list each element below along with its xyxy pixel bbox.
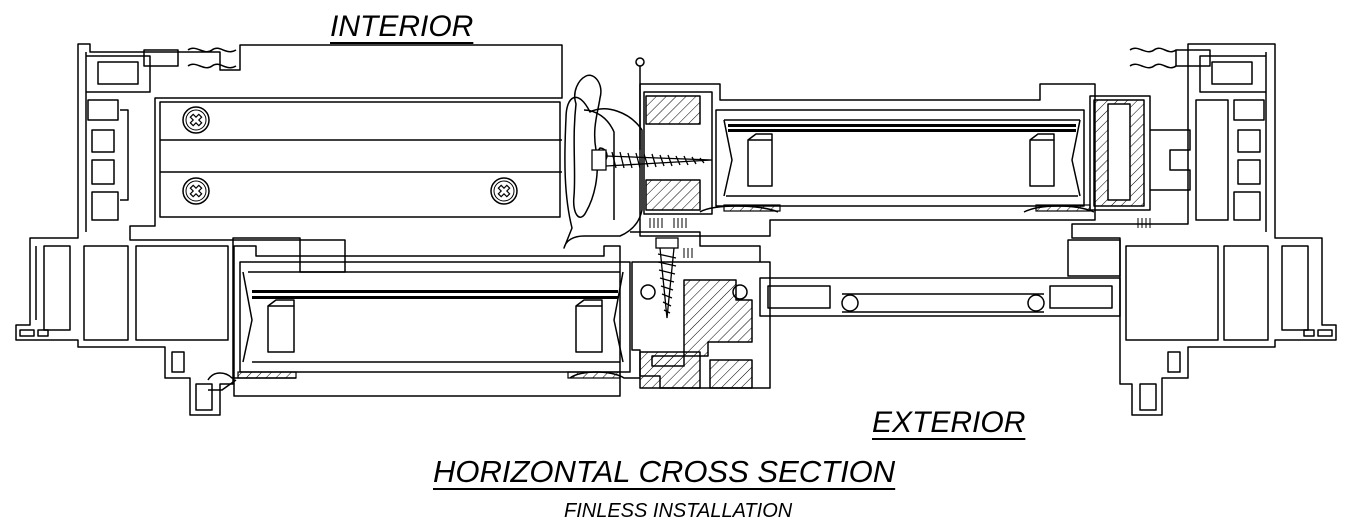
glass-panes — [252, 124, 1076, 299]
screw-head-icon — [490, 177, 518, 205]
pile-seals — [649, 218, 1151, 258]
screen-track — [759, 277, 1121, 317]
screw-head-icon — [182, 177, 210, 205]
exterior-label: EXTERIOR — [872, 406, 1026, 439]
screw-vertical — [655, 237, 679, 319]
left-sash — [207, 245, 640, 397]
interior-label: INTERIOR — [330, 10, 474, 43]
left-frame-profile — [15, 43, 563, 416]
right-frame-profile — [1067, 43, 1337, 416]
weatherstrips — [237, 204, 1091, 379]
drawing-title: HORIZONTAL CROSS SECTION — [433, 454, 896, 489]
right-sash — [639, 83, 1151, 237]
drawing-subtitle: FINLESS INSTALLATION — [564, 500, 793, 522]
interior-casing — [159, 101, 562, 218]
screw-horizontal — [591, 149, 713, 171]
left-interlock — [630, 231, 771, 389]
screw-head-icon — [182, 106, 210, 134]
